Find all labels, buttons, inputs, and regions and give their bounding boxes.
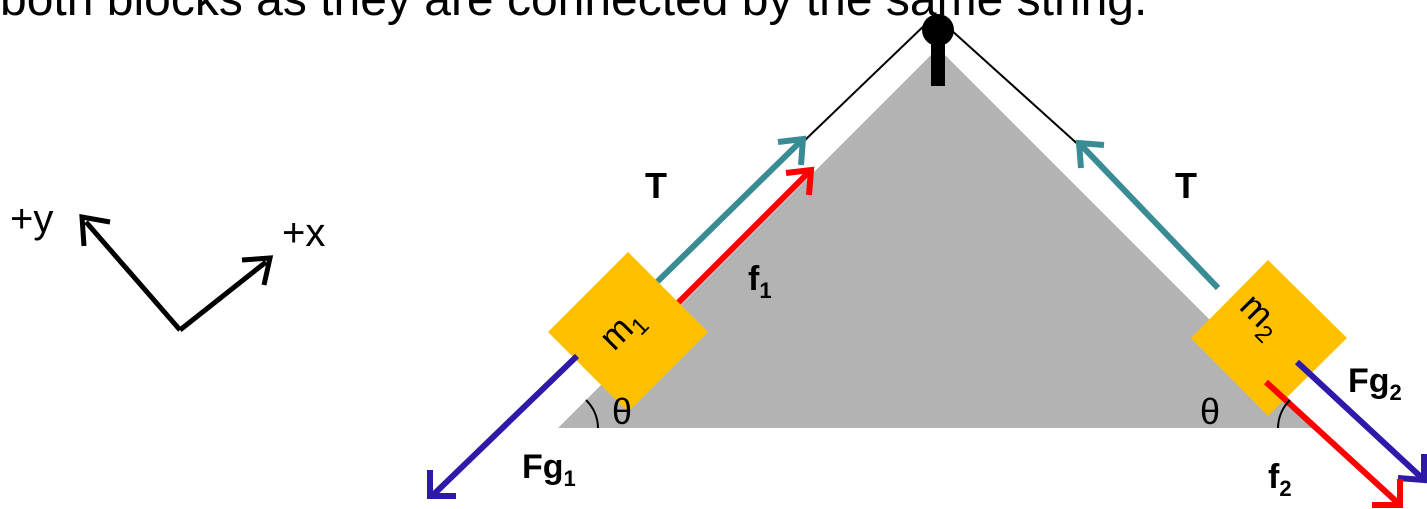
friction-label-f1: f1 xyxy=(748,260,772,303)
tension-label-right: T xyxy=(1175,165,1197,206)
gravity-label-fg1: Fg1 xyxy=(522,448,576,491)
block-m2 xyxy=(1191,260,1347,416)
tension-label-left: T xyxy=(645,165,667,206)
block-m1 xyxy=(548,252,708,412)
gravity-arrow-fg1 xyxy=(427,353,580,499)
angle-label-right: θ xyxy=(1200,391,1220,432)
friction-label-f2: f2 xyxy=(1268,458,1292,501)
friction-arrow-f1 xyxy=(665,166,815,316)
tension-arrow-left xyxy=(652,135,807,287)
string-right xyxy=(939,19,1083,149)
incline-triangle xyxy=(558,48,1318,428)
angle-arc-left xyxy=(585,399,599,429)
gravity-arrow-fg2 xyxy=(1294,359,1427,484)
string-left xyxy=(802,19,931,143)
angle-arc-right xyxy=(1277,399,1291,429)
gravity-label-fg2: Fg2 xyxy=(1348,362,1402,405)
axis-label-x: +x xyxy=(282,211,325,255)
pulley-icon xyxy=(922,14,954,86)
tension-arrow-right xyxy=(1075,139,1221,291)
coordinate-axes xyxy=(79,213,274,332)
axis-label-y: +y xyxy=(10,197,53,241)
angle-label-left: θ xyxy=(612,391,632,432)
header-text: both blocks as they are connected by the… xyxy=(0,0,1147,30)
header-text-clip: both blocks as they are connected by the… xyxy=(0,0,1427,32)
